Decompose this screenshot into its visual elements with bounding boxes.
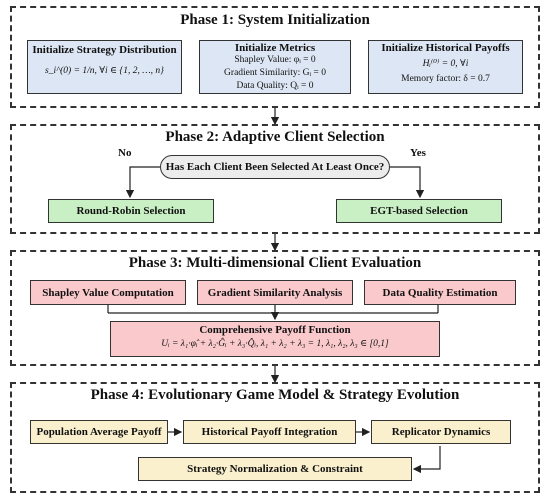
init-quality: Data Quality: Qᵢ = 0 <box>236 81 314 91</box>
init-shapley: Shapley Value: φᵢ = 0 <box>234 55 316 65</box>
population-payoff-box: Population Average Payoff <box>30 420 168 444</box>
init-strategy-formula: s_i^(0) = 1/n, ∀i ∈ {1, 2, …, n} <box>45 66 164 76</box>
phase4-panel: Phase 4: Evolutionary Game Model & Strat… <box>10 382 540 493</box>
init-payoffs-box: Initialize Historical Payoffs Hᵢ⁽⁰⁾ = 0,… <box>368 40 523 94</box>
gradient-box: Gradient Similarity Analysis <box>197 280 353 305</box>
round-robin-box: Round-Robin Selection <box>48 199 214 223</box>
payoff-title: Comprehensive Payoff Function <box>199 324 351 336</box>
phase1-title: Phase 1: System Initialization <box>180 12 370 28</box>
phase1-panel: Phase 1: System Initialization <box>10 6 540 108</box>
init-payoffs-title: Initialize Historical Payoffs <box>381 42 510 54</box>
arrow-no-branch <box>125 166 160 199</box>
init-strategy-title: Initialize Strategy Distribution <box>32 44 177 56</box>
yes-label: Yes <box>410 147 426 159</box>
phase3-panel: Phase 3: Multi-dimensional Client Evalua… <box>10 250 540 366</box>
decision-node: Has Each Client Been Selected At Least O… <box>160 155 390 179</box>
egt-box: EGT-based Selection <box>336 199 502 223</box>
payoff-formula: Uᵢ = λ₁·φ̂ᵢ + λ₂·Ĝᵢ + λ₃·Q̂ᵢ, λ₁ + λ₂ + … <box>161 339 389 349</box>
normalization-box: Strategy Normalization & Constraint <box>138 457 412 481</box>
init-metrics-title: Initialize Metrics <box>234 42 316 54</box>
phase2-panel: Phase 2: Adaptive Client Selection <box>10 124 540 234</box>
memory-factor: Memory factor: δ = 0.7 <box>401 74 490 84</box>
arrow-yes-branch <box>390 166 425 199</box>
historical-integration-box: Historical Payoff Integration <box>183 420 356 444</box>
phase4-title: Phase 4: Evolutionary Game Model & Strat… <box>90 387 460 403</box>
phase2-title: Phase 2: Adaptive Client Selection <box>165 129 385 145</box>
init-payoffs-formula: Hᵢ⁽⁰⁾ = 0, ∀i <box>422 59 469 69</box>
init-gradient: Gradient Similarity: Gᵢ = 0 <box>224 68 326 78</box>
quality-box: Data Quality Estimation <box>364 280 516 305</box>
shapley-box: Shapley Value Computation <box>30 280 186 305</box>
replicator-dynamics-box: Replicator Dynamics <box>371 420 511 444</box>
no-label: No <box>118 147 132 159</box>
phase3-title: Phase 3: Multi-dimensional Client Evalua… <box>128 255 422 271</box>
payoff-function-box: Comprehensive Payoff Function Uᵢ = λ₁·φ̂… <box>110 321 440 357</box>
init-metrics-box: Initialize Metrics Shapley Value: φᵢ = 0… <box>199 40 351 94</box>
arrow-replicator-to-normalization <box>412 446 441 474</box>
init-strategy-box: Initialize Strategy Distribution s_i^(0)… <box>27 40 182 94</box>
